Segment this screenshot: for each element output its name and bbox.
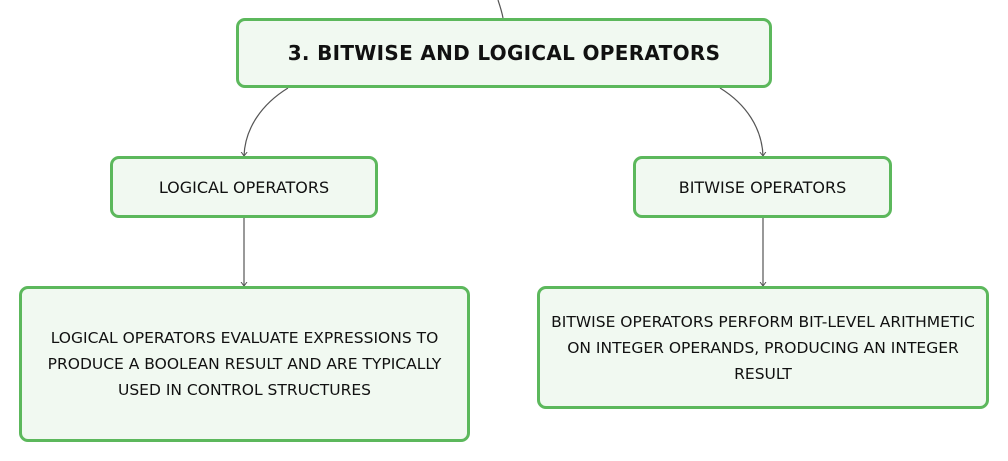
connector-root-to-bitwise	[719, 87, 763, 156]
bitwise-operators-description-text: BITWISE OPERATORS PERFORM BIT-LEVEL ARIT…	[551, 312, 975, 383]
connector-parent-to-root	[497, 0, 504, 19]
root-topic-node[interactable]: 3. BITWISE AND LOGICAL OPERATORS	[236, 18, 772, 88]
bitwise-operators-label: BITWISE OPERATORS	[678, 177, 847, 197]
root-topic-label: 3. BITWISE AND LOGICAL OPERATORS	[287, 41, 721, 65]
bitwise-operators-node[interactable]: BITWISE OPERATORS	[633, 156, 892, 218]
bitwise-operators-description-node[interactable]: BITWISE OPERATORS PERFORM BIT-LEVEL ARIT…	[537, 286, 989, 409]
logical-operators-description-node[interactable]: LOGICAL OPERATORS EVALUATE EXPRESSIONS T…	[19, 286, 470, 442]
logical-operators-node[interactable]: LOGICAL OPERATORS	[110, 156, 378, 218]
logical-operators-label: LOGICAL OPERATORS	[158, 177, 330, 197]
logical-operators-description-text: LOGICAL OPERATORS EVALUATE EXPRESSIONS T…	[47, 329, 442, 399]
connector-root-to-logical	[244, 87, 289, 156]
